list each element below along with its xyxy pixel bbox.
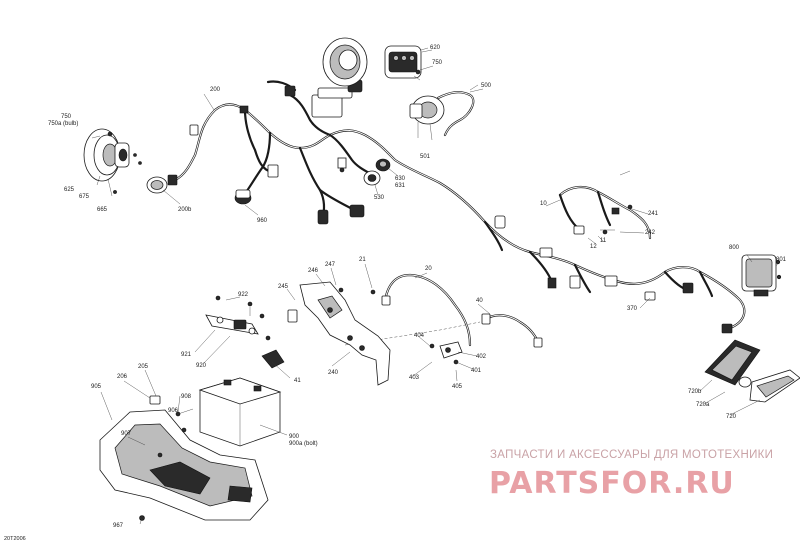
label-750a-bulb: 750a (bulb)	[48, 121, 78, 127]
label-200b: 200b	[178, 207, 192, 213]
label-625: 625	[64, 187, 75, 193]
label-20: 20	[425, 266, 432, 272]
label-501: 501	[420, 154, 431, 160]
label-750: 750	[61, 114, 72, 120]
callout-labels: 750 750a (bulb) 625 675 665 200b 200 960…	[4, 45, 787, 542]
label-240: 240	[328, 370, 339, 376]
label-801: 801	[776, 257, 787, 263]
label-241: 241	[648, 211, 659, 217]
main-wiring-harness	[173, 80, 746, 330]
harness-connectors	[167, 79, 733, 334]
label-12: 12	[590, 244, 597, 250]
label-630: 630	[395, 176, 406, 182]
label-21: 21	[359, 257, 366, 263]
label-500: 500	[481, 83, 492, 89]
label-960: 960	[257, 218, 268, 224]
label-906: 906	[168, 408, 179, 414]
key-switch	[234, 189, 259, 216]
battery-tray	[99, 395, 269, 521]
label-907: 907	[121, 431, 132, 437]
bracket-41	[261, 335, 285, 369]
label-242: 242	[645, 230, 656, 236]
sub-harness-10	[558, 185, 652, 245]
label-11: 11	[600, 238, 607, 244]
terminal-401	[429, 341, 463, 365]
label-41: 41	[294, 378, 301, 384]
label-922: 922	[238, 292, 249, 298]
label-206: 206	[117, 374, 128, 380]
label-10: 10	[540, 201, 547, 207]
label-920: 920	[196, 363, 207, 369]
instrument-gauge	[322, 37, 429, 87]
module-800	[741, 254, 782, 297]
label-530: 530	[374, 195, 385, 201]
label-405: 405	[452, 384, 463, 390]
label-370: 370	[627, 306, 638, 312]
taillight-assembly	[704, 339, 800, 403]
label-247: 247	[325, 262, 336, 268]
relay-holder-920	[205, 295, 265, 335]
label-245: 245	[278, 284, 289, 290]
leader-lines	[100, 49, 780, 525]
label-720b: 720b	[688, 389, 702, 395]
bulb-socket	[146, 176, 181, 205]
label-620: 620	[430, 45, 441, 51]
label-908: 908	[181, 394, 192, 400]
label-631: 631	[395, 183, 406, 189]
clip-630	[337, 157, 347, 173]
battery	[198, 377, 282, 447]
label-900a-bolt: 900a (bolt)	[289, 441, 318, 447]
label-675: 675	[79, 194, 90, 200]
label-246: 246	[308, 268, 319, 274]
label-404: 404	[414, 333, 425, 339]
label-403: 403	[409, 375, 420, 381]
label-900: 900	[289, 434, 300, 440]
watermark-tagline: ЗАПЧАСТИ И АКСЕССУАРЫ ДЛЯ МОТОТЕХНИКИ	[490, 449, 774, 461]
label-402: 402	[476, 354, 487, 360]
label-40: 40	[476, 298, 483, 304]
label-205: 205	[138, 364, 149, 370]
bracket-240	[287, 281, 391, 386]
label-921: 921	[181, 352, 192, 358]
label-200: 200	[210, 87, 221, 93]
label-665: 665	[97, 207, 108, 213]
switch-530	[363, 170, 381, 196]
switch-630	[375, 158, 399, 177]
label-800: 800	[729, 245, 740, 251]
label-720a: 720a	[696, 402, 710, 408]
label-905: 905	[91, 384, 102, 390]
battery-cables	[370, 273, 543, 348]
label-720: 720	[726, 414, 737, 420]
diagram-code: 20T2006	[4, 536, 26, 542]
headlight-assembly	[83, 128, 142, 197]
label-401: 401	[471, 368, 482, 374]
label-750-gauge: 750	[432, 60, 443, 66]
label-967: 967	[113, 523, 124, 529]
module-500	[409, 84, 479, 141]
watermark-logo-text: PARTSFOR.RU	[489, 466, 735, 501]
watermark-logo: PARTSFOR.RU	[489, 466, 735, 501]
